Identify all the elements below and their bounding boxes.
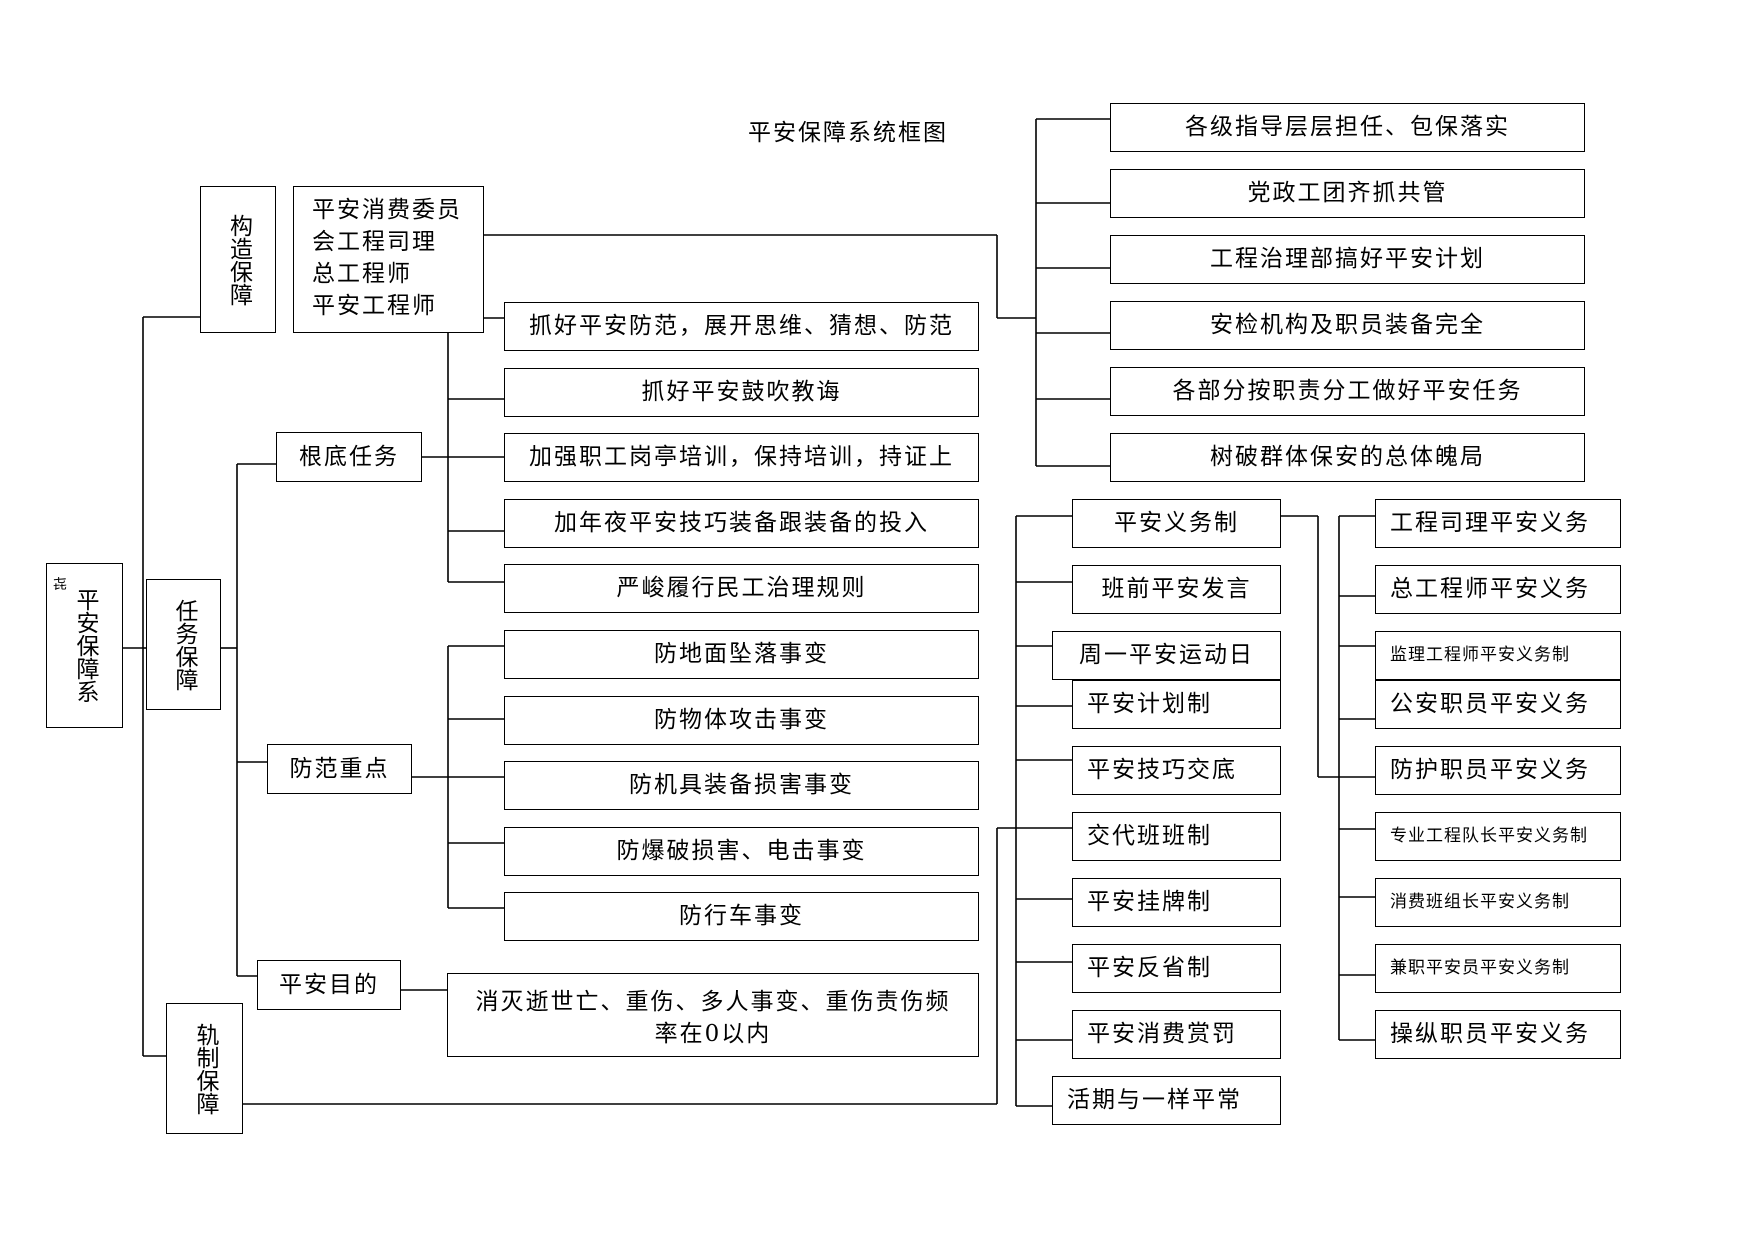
basic-item: 抓好平安鼓吹教诲	[504, 368, 979, 417]
basic-item: 严峻履行民工治理规则	[504, 564, 979, 613]
system-item: 活期与一样平常	[1052, 1076, 1281, 1125]
goal-text-box: 消灭逝世亡、重伤、多人事变、重伤责伤频 率在0以内	[447, 973, 979, 1057]
prevention-item: 防地面坠落事变	[504, 630, 979, 679]
prevention-item: 防机具装备损害事变	[504, 761, 979, 810]
branch-task: 任务保障	[146, 579, 221, 710]
prevention-item: 防行车事变	[504, 892, 979, 941]
system-item: 周一平安运动日	[1052, 631, 1281, 680]
responsibility-item: 兼职平安员平安义务制	[1375, 944, 1621, 993]
system-item: 平安义务制	[1072, 499, 1281, 548]
goal-line: 率在0以内	[654, 1021, 772, 1047]
prevention-item: 防物体攻击事变	[504, 696, 979, 745]
root-edge-mark: 㐂	[53, 577, 69, 593]
responsibility-item: 操纵职员平安义务	[1375, 1010, 1621, 1059]
duty-item: 树破群体保安的总体魄局	[1110, 433, 1585, 482]
responsibility-item: 防护职员平安义务	[1375, 746, 1621, 795]
group-prevention-focus: 防范重点	[267, 744, 412, 794]
system-item: 平安技巧交底	[1072, 746, 1281, 795]
group-safety-goal: 平安目的	[257, 960, 401, 1010]
system-item: 平安挂牌制	[1072, 878, 1281, 927]
branch-control: 轨制保障	[166, 1003, 243, 1134]
basic-item: 加强职工岗亭培训，保持培训，持证上	[504, 433, 979, 482]
duty-item: 各级指导层层担任、包保落实	[1110, 103, 1585, 152]
duty-item: 各部分按职责分工做好平安任务	[1110, 367, 1585, 416]
duty-item: 党政工团齐抓共管	[1110, 169, 1585, 218]
structure-roles-box: 平安消费委员 会工程司理 总工程师 平安工程师	[293, 186, 484, 333]
system-item: 平安反省制	[1072, 944, 1281, 993]
responsibility-item: 总工程师平安义务	[1375, 565, 1621, 614]
basic-item: 加年夜平安技巧装备跟装备的投入	[504, 499, 979, 548]
responsibility-item: 消费班组长平安义务制	[1375, 878, 1621, 927]
root-node: 㐂 平安保障系	[46, 563, 123, 728]
goal-line: 消灭逝世亡、重伤、多人事变、重伤责伤频	[475, 989, 951, 1015]
role-line: 平安工程师	[312, 293, 437, 319]
duty-item: 工程治理部搞好平安计划	[1110, 235, 1585, 284]
root-label: 平安保障系	[72, 588, 98, 703]
role-line: 总工程师	[312, 261, 412, 287]
group-basic-tasks: 根底任务	[276, 432, 422, 482]
system-item: 平安消费赏罚	[1072, 1010, 1281, 1059]
system-item: 交代班班制	[1072, 812, 1281, 861]
prevention-item: 防爆破损害、电击事变	[504, 827, 979, 876]
responsibility-item: 专业工程队长平安义务制	[1375, 812, 1621, 861]
system-item: 平安计划制	[1072, 680, 1281, 729]
system-item: 班前平安发言	[1072, 565, 1281, 614]
responsibility-item: 工程司理平安义务	[1375, 499, 1621, 548]
role-line: 会工程司理	[312, 229, 437, 255]
responsibility-item: 监理工程师平安义务制	[1375, 631, 1621, 680]
role-line: 平安消费委员	[312, 197, 462, 223]
responsibility-item: 公安职员平安义务	[1375, 680, 1621, 729]
branch-structure: 构造保障	[200, 186, 276, 333]
basic-item: 抓好平安防范，展开思维、猜想、防范	[504, 302, 979, 351]
duty-item: 安检机构及职员装备完全	[1110, 301, 1585, 350]
diagram-title: 平安保障系统框图	[748, 120, 948, 146]
